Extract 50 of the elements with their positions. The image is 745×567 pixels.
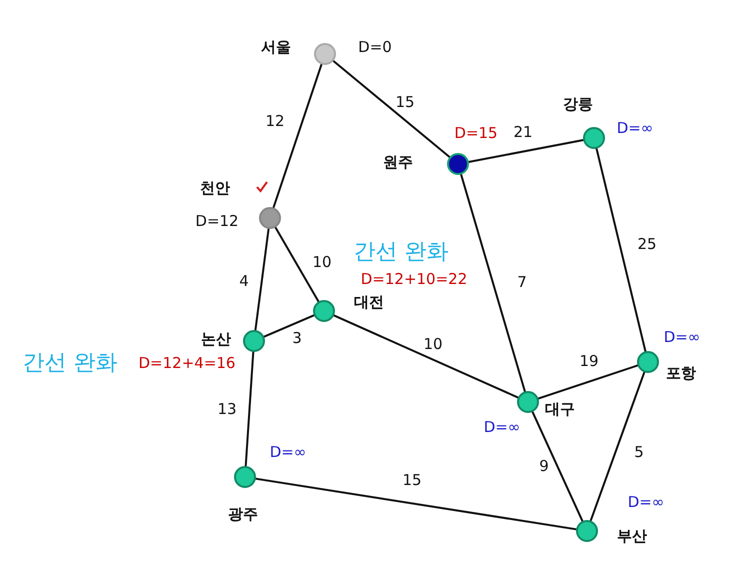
edge-weight: 9 bbox=[539, 456, 549, 477]
edge-weight: 3 bbox=[292, 328, 302, 349]
edge-line bbox=[332, 314, 520, 399]
distance-value: D=∞ bbox=[270, 442, 306, 463]
edge-line bbox=[244, 350, 254, 468]
edge-line bbox=[332, 60, 451, 158]
edge-weight: 21 bbox=[513, 122, 533, 143]
distance-value: D=∞ bbox=[628, 492, 664, 513]
vertex-name: 논산 bbox=[201, 328, 231, 350]
edge-line bbox=[262, 314, 316, 338]
distance-formula: D=12+10=22 bbox=[360, 268, 468, 290]
vertex-name: 포항 bbox=[666, 362, 696, 384]
annotation-text: 간선 완화 bbox=[22, 350, 118, 378]
edge-weight: 15 bbox=[402, 470, 422, 491]
distance-value: D=0 bbox=[358, 36, 392, 58]
distance-value: D=15 bbox=[454, 122, 498, 144]
edge-weight: 10 bbox=[312, 252, 332, 273]
vertex-name: 강릉 bbox=[563, 94, 593, 115]
vertex-name: 대구 bbox=[545, 398, 575, 420]
distance-value: D=12 bbox=[195, 210, 239, 232]
edge-weight: 15 bbox=[395, 92, 415, 113]
distance-value: D=∞ bbox=[484, 416, 520, 438]
vertex-name: 대전 bbox=[354, 292, 384, 313]
vertex-name: 광주 bbox=[228, 504, 258, 525]
edge-line bbox=[531, 410, 584, 522]
edge-weight: 10 bbox=[423, 334, 443, 355]
edge-weight: 4 bbox=[239, 270, 249, 292]
edge-line bbox=[537, 364, 639, 400]
edge-weight: 7 bbox=[517, 272, 527, 293]
distance-value: D=∞ bbox=[664, 326, 700, 348]
edge-line bbox=[589, 371, 646, 522]
edge-weight: 25 bbox=[637, 234, 657, 255]
edge-weight: 12 bbox=[265, 110, 285, 132]
edge-line bbox=[595, 147, 647, 353]
edge-weight: 13 bbox=[217, 398, 237, 420]
edge-line bbox=[274, 226, 320, 303]
edge-line bbox=[460, 173, 526, 393]
vertex-name: 서울 bbox=[261, 36, 291, 58]
vertex-name: 부산 bbox=[617, 526, 647, 547]
distance-formula: D=12+4=16 bbox=[138, 352, 236, 374]
vertex-name: 원주 bbox=[383, 152, 413, 173]
vertex-name: 천안 bbox=[200, 178, 230, 199]
edge-weight: 5 bbox=[634, 442, 644, 463]
edge-weight: 19 bbox=[579, 350, 599, 372]
edge-line bbox=[272, 63, 323, 209]
edge-line bbox=[468, 138, 584, 164]
annotation-text: 간선 완화 bbox=[354, 238, 448, 266]
edge-line bbox=[254, 478, 578, 530]
edge-line bbox=[254, 228, 270, 332]
distance-value: D=∞ bbox=[616, 118, 654, 139]
